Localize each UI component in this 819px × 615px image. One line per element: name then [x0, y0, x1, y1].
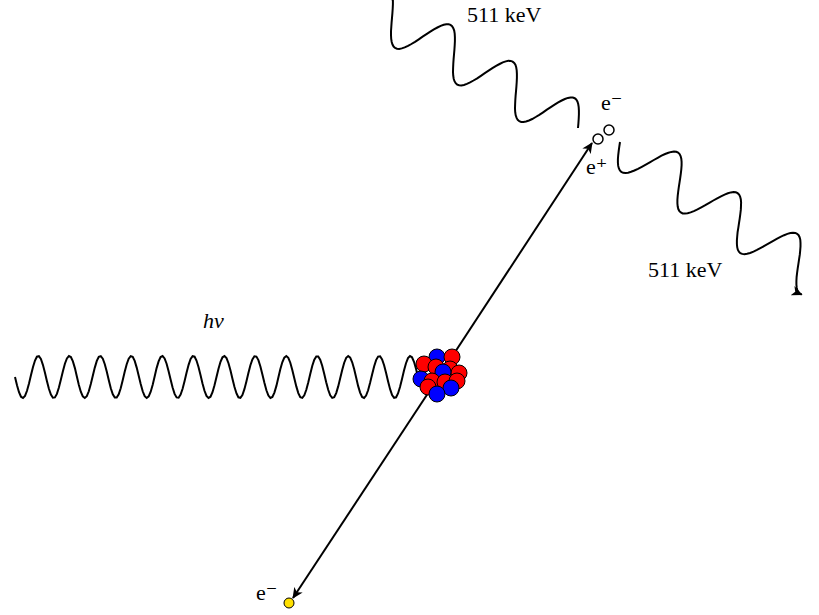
photon-energy: 511 keV — [467, 4, 541, 26]
annihilation-photon — [390, 0, 579, 128]
particle-name: e⁺ — [586, 156, 607, 178]
incoming-photon — [15, 356, 418, 398]
particle-name: e⁻ — [601, 92, 622, 114]
electron-track — [293, 375, 440, 598]
positron-track — [440, 143, 592, 375]
nucleus — [413, 349, 467, 402]
photon-symbol: hν — [203, 310, 224, 332]
positron — [593, 134, 603, 144]
photon-energy: 511 keV — [648, 259, 722, 281]
annihilation-photon — [618, 142, 802, 295]
electron — [604, 125, 614, 135]
particle-name: e⁻ — [256, 582, 277, 604]
electron — [284, 598, 294, 608]
